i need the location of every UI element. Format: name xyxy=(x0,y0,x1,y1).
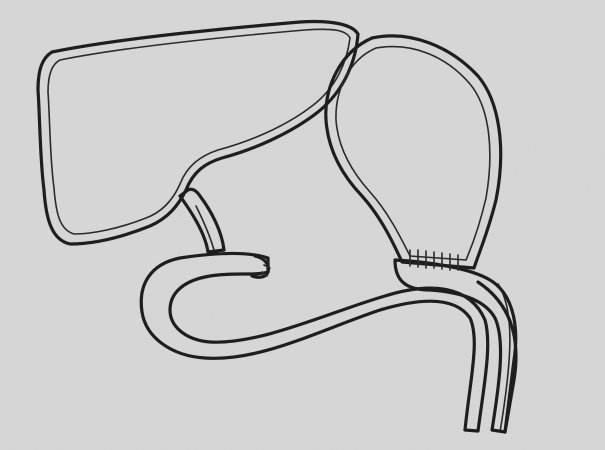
anatomical-diagram xyxy=(0,0,605,450)
